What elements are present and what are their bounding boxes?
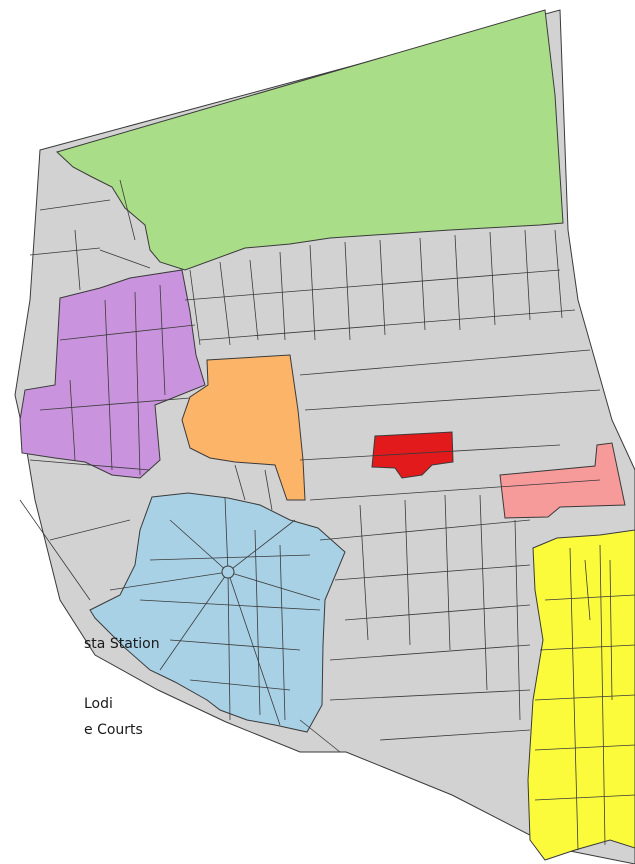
street-network bbox=[19, 179, 635, 851]
blue-zone bbox=[89, 492, 346, 733]
orange-zone bbox=[181, 354, 306, 501]
red-zone bbox=[371, 431, 454, 479]
purple-zone bbox=[19, 269, 206, 479]
legend-label-courts: e Courts bbox=[84, 722, 143, 738]
legend-label-station: sta Station bbox=[84, 636, 160, 652]
green-zone bbox=[56, 9, 564, 271]
yellow-zone bbox=[527, 529, 635, 861]
pink-zone bbox=[499, 442, 626, 519]
legend-label-lodi: Lodi bbox=[84, 696, 113, 712]
roundabout bbox=[221, 565, 235, 579]
